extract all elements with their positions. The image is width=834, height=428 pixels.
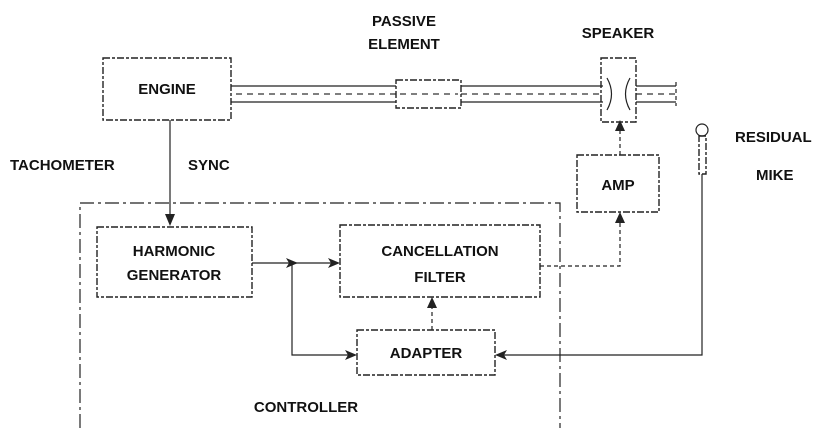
amp-to-speaker-arrow	[615, 120, 625, 131]
residual-mike-label-line2: MIKE	[756, 167, 794, 184]
controller-boundary	[79, 202, 561, 428]
microphone-icon	[695, 123, 709, 175]
amp-label: AMP	[601, 177, 634, 194]
filter-to-amp-line	[540, 218, 621, 267]
passive-element-label-line2: ELEMENT	[368, 36, 440, 53]
engine-label: ENGINE	[138, 81, 196, 98]
adapter-to-filter-arrow	[427, 297, 437, 308]
engine-to-harmonic-arrow	[165, 214, 175, 226]
exhaust-duct	[231, 82, 677, 106]
cancellation-filter-label-line1: CANCELLATION	[381, 243, 498, 260]
controller-label: CONTROLLER	[254, 399, 358, 416]
harmonic-generator-label-line1: HARMONIC	[133, 243, 216, 260]
harmonic-to-adapter-line	[291, 263, 353, 356]
mike-to-adapter-arrow	[495, 350, 507, 360]
adapter-label: ADAPTER	[390, 345, 463, 362]
sync-label: SYNC	[188, 157, 230, 174]
tachometer-label: TACHOMETER	[10, 157, 115, 174]
filter-to-amp-arrow	[615, 212, 625, 223]
cancellation-filter-label-line2: FILTER	[414, 269, 466, 286]
engine-block	[102, 57, 232, 121]
speaker-label: SPEAKER	[582, 25, 655, 42]
harmonic-generator-label-line2: GENERATOR	[127, 267, 222, 284]
adapter-reference-arrow	[345, 350, 357, 360]
filter-input-arrow	[328, 258, 340, 268]
passive-element-label-line1: PASSIVE	[372, 13, 436, 30]
harmonic-generator-block	[96, 226, 253, 298]
amp-block	[576, 154, 660, 213]
passive-element	[395, 79, 462, 109]
adapter-block	[356, 329, 496, 376]
residual-mike-label-line1: RESIDUAL	[735, 129, 812, 146]
cancellation-filter-block	[339, 224, 541, 298]
speaker-icon	[600, 57, 637, 123]
mike-to-adapter-line	[500, 174, 703, 356]
